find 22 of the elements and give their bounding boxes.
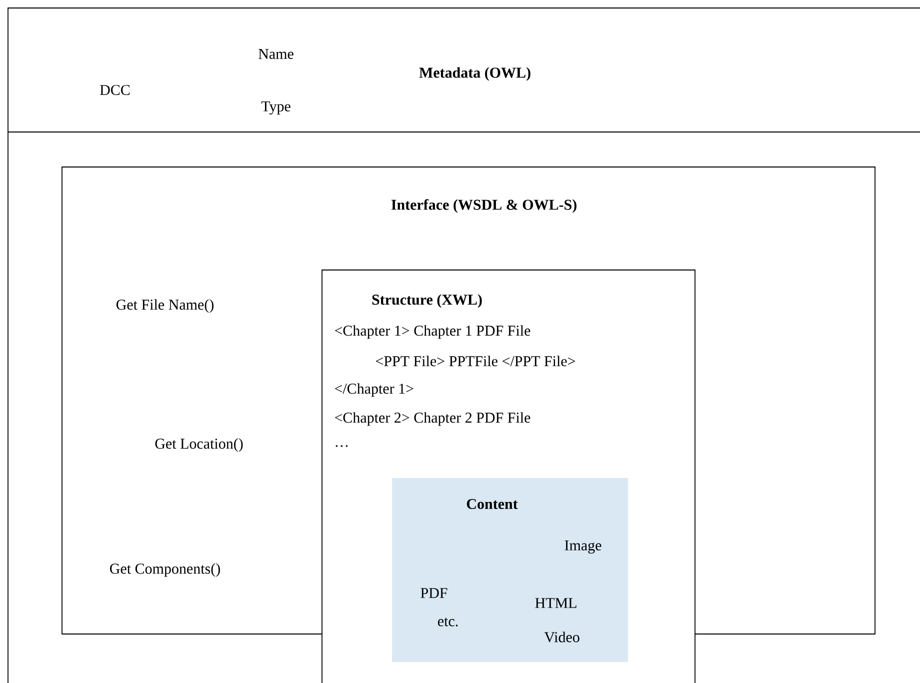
code-line: <PPT File> PPTFile </PPT File>: [376, 356, 576, 366]
format-label: Image: [564, 540, 602, 554]
method-label: Get Components(): [110, 563, 220, 577]
code-line: </Chapter 1>: [334, 383, 414, 397]
format-label: etc.: [438, 618, 458, 626]
content-box: [392, 478, 628, 662]
format-label: PDF: [420, 588, 448, 598]
frame: [8, 8, 920, 683]
heading: Interface (WSDL & OWL-S): [391, 199, 576, 213]
format-label: Video: [544, 632, 580, 642]
heading: Structure (XWL): [372, 294, 482, 308]
heading: Metadata (OWL): [419, 67, 530, 81]
band-label: DCC: [100, 84, 130, 96]
code-line: <Chapter 2> Chapter 2 PDF File: [334, 412, 530, 426]
code-line: …: [336, 445, 348, 447]
band-label: Type: [261, 101, 290, 115]
method-label: Get Location(): [155, 438, 243, 452]
method-label: Get File Name(): [116, 299, 214, 313]
code-line: <Chapter 1> Chapter 1 PDF File: [334, 325, 530, 339]
band-label: Name: [258, 49, 294, 59]
format-label: HTML: [535, 598, 576, 608]
heading: Content: [466, 498, 518, 510]
